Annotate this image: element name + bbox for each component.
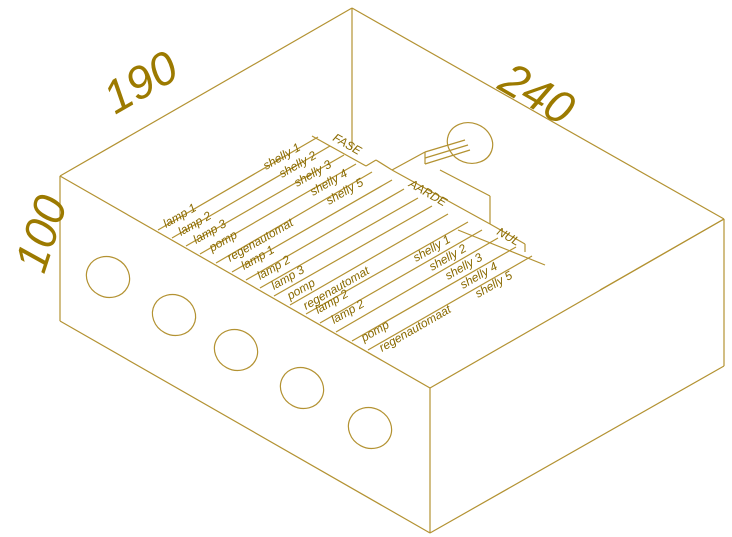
nul-group-labels: lamp 2 lamp 2 pomp regenautomaat shelly … (313, 232, 516, 354)
aarde-label: AARDE (406, 176, 451, 210)
cable-entry-holes (85, 255, 393, 450)
dimension-height: 100 (4, 189, 77, 278)
back-cable-hole (446, 122, 494, 164)
middle-group-wires (231, 179, 449, 306)
dimension-width: 240 (490, 51, 584, 135)
fase-group-wires (157, 136, 373, 264)
cable-hole-2 (151, 293, 197, 337)
cable-hole-5 (347, 406, 393, 450)
cable-hole-3 (213, 328, 259, 372)
cable-hole-4 (279, 366, 325, 410)
fase-label: FASE (331, 130, 365, 158)
nul-group-wires (305, 221, 533, 351)
cable-hole-1 (85, 255, 131, 299)
box-outline (59, 7, 725, 534)
nul-label: NUL (495, 224, 523, 248)
